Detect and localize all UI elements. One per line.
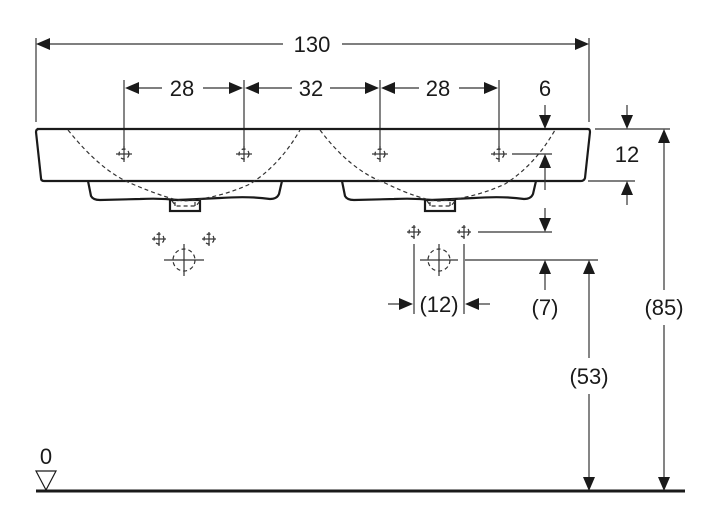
arrow-right <box>484 82 498 94</box>
arrow-down <box>539 115 551 129</box>
waste-connection-icon <box>164 244 204 276</box>
left-bowl-hidden-contour <box>67 129 301 202</box>
supply-connection-icon <box>202 232 216 246</box>
waste-supply-height-dimension: (7) <box>465 208 598 320</box>
right-drain-hidden <box>426 200 456 207</box>
arrow-left <box>36 38 50 50</box>
arrow-up <box>658 129 670 143</box>
waste-supply-height-label: (7) <box>532 295 559 320</box>
left-bowl-underside <box>86 180 284 202</box>
arrow-up <box>583 260 595 274</box>
tap-hole-icon <box>116 146 132 162</box>
waste-connection-icon <box>420 244 458 276</box>
arrow-down <box>621 115 633 129</box>
arrow-down <box>583 477 595 491</box>
arrow-down <box>658 477 670 491</box>
left-waste-outlet <box>168 198 202 213</box>
tap-spacing-right-label: 28 <box>426 76 450 101</box>
floor-level-label: 0 <box>40 444 52 469</box>
tap-hole-icon <box>372 146 388 162</box>
overall-width-label: 130 <box>294 32 331 57</box>
tap-spacing-dimensions: 28 32 28 <box>123 76 500 150</box>
basin-top-outline <box>34 127 592 183</box>
arrow-right <box>229 82 243 94</box>
overall-width-dimension: 130 <box>35 32 590 122</box>
arrow-right <box>365 82 379 94</box>
right-connections: (12) <box>388 225 490 317</box>
rim-height-dimension: 12 <box>588 105 670 205</box>
supply-spacing-label: (12) <box>419 292 458 317</box>
waste-height-dimension: (53) <box>569 260 609 491</box>
right-bowl-underside <box>340 180 538 202</box>
arrow-left <box>245 82 259 94</box>
washbasin-body <box>34 127 592 213</box>
arrow-left <box>125 82 139 94</box>
tap-hole-icon <box>236 146 252 162</box>
tap-hole-icon <box>491 146 507 162</box>
supply-connection-icon <box>407 225 421 239</box>
supply-connection-icon <box>152 232 166 246</box>
total-height-dimension: (85) <box>644 129 684 491</box>
arrow-right <box>575 38 589 50</box>
tap-spacing-left-label: 28 <box>170 76 194 101</box>
total-height-label: (85) <box>644 295 683 320</box>
tap-hole-offset-label: 6 <box>539 76 551 101</box>
floor-level-triangle-icon <box>35 470 57 492</box>
right-waste-outlet <box>423 198 457 213</box>
arrow-up <box>621 181 633 195</box>
arrow-down <box>539 218 551 232</box>
waste-height-label: (53) <box>569 364 608 389</box>
tap-hole-offset-dimension: 6 <box>512 76 552 190</box>
tap-spacing-middle-label: 32 <box>299 76 323 101</box>
floor-level: 0 <box>35 444 685 493</box>
left-connections <box>152 232 216 276</box>
arrow-right <box>399 298 413 310</box>
right-bowl-hidden-contour <box>319 129 556 202</box>
arrow-up <box>539 260 551 274</box>
rim-height-label: 12 <box>615 142 639 167</box>
left-drain-hidden <box>171 200 201 207</box>
supply-connection-icon <box>457 225 471 239</box>
arrow-left <box>465 298 479 310</box>
arrow-left <box>381 82 395 94</box>
arrow-up <box>539 154 551 168</box>
